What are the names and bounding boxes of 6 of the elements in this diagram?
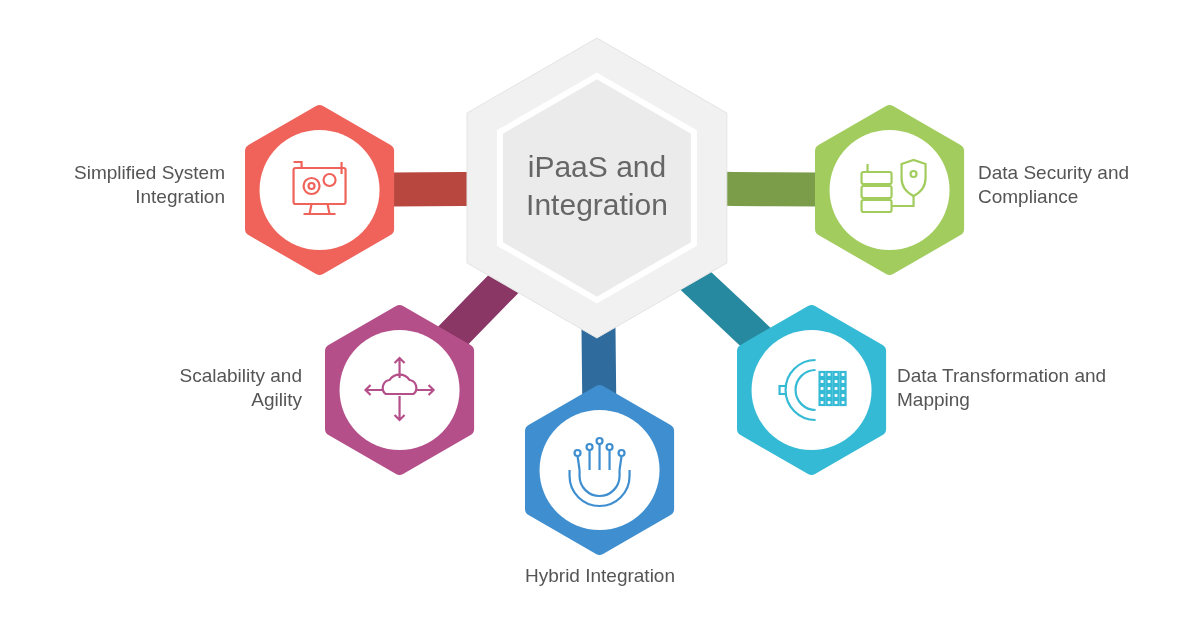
- feature-label: Data Security and Compliance: [978, 161, 1130, 209]
- feature-label: Data Transformation and Mapping: [897, 364, 1107, 412]
- feature-label: Hybrid Integration: [524, 564, 676, 588]
- feature-label: Simplified System Integration: [73, 161, 225, 209]
- feature-label: Scalability and Agility: [178, 364, 302, 412]
- hub-title: iPaaS and Integration: [525, 149, 669, 223]
